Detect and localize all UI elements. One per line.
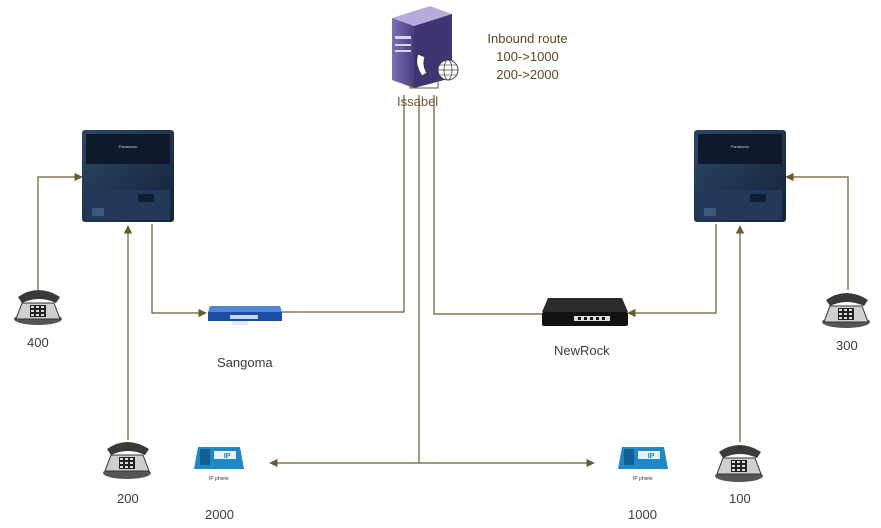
link-pbx-right-newrock	[627, 224, 717, 318]
ip-phone-2000-icon: IP IP phone	[194, 447, 244, 482]
inbound-route-rule-1: 100->1000	[496, 49, 559, 64]
analog-phone-400-icon	[14, 290, 62, 325]
newrock-label: NewRock	[554, 343, 610, 358]
link-pbx-left-sangoma	[151, 224, 207, 318]
ip-phone-1000-caption: IP phone	[633, 476, 653, 482]
ip-phone-2000-caption: IP phone	[209, 476, 229, 482]
inbound-route-box: Inbound route 100->1000 200->2000	[470, 30, 585, 84]
analog-phone-100-icon	[715, 445, 763, 482]
sangoma-gateway-icon	[208, 306, 282, 325]
issabel-server-icon	[392, 6, 459, 89]
pbx-left-icon: Panasonic	[82, 130, 174, 222]
pbx-right-brand: Panasonic	[731, 144, 750, 149]
analog-phone-200-icon	[103, 442, 151, 479]
ext-300-label: 300	[836, 338, 858, 353]
ext-400-label: 400	[27, 335, 49, 350]
analog-phone-300-icon	[822, 293, 870, 328]
link-issabel-newrock	[433, 95, 542, 315]
inbound-route-title: Inbound route	[487, 31, 568, 46]
link-phone300-pbx-right	[785, 172, 849, 290]
ext-100-label: 100	[729, 491, 751, 506]
ip-phone-2000-badge: IP	[224, 453, 231, 460]
link-phone400-pbx-left	[37, 172, 83, 292]
pbx-left-brand: Panasonic	[119, 144, 138, 149]
issabel-label: Issabel	[397, 94, 439, 109]
ext-200-label: 200	[117, 491, 139, 506]
ext-1000-label: 1000	[628, 507, 657, 522]
newrock-gateway-icon	[542, 298, 628, 326]
ext-2000-label: 2000	[205, 507, 234, 522]
link-sangoma-issabel	[282, 95, 405, 313]
ip-phone-1000-badge: IP	[648, 453, 655, 460]
inbound-route-rule-2: 200->2000	[496, 67, 559, 82]
ip-phone-1000-icon: IP IP phone	[618, 447, 668, 482]
connection-lines	[37, 95, 849, 468]
pbx-right-icon: Panasonic	[694, 130, 786, 222]
sangoma-label: Sangoma	[217, 355, 273, 370]
